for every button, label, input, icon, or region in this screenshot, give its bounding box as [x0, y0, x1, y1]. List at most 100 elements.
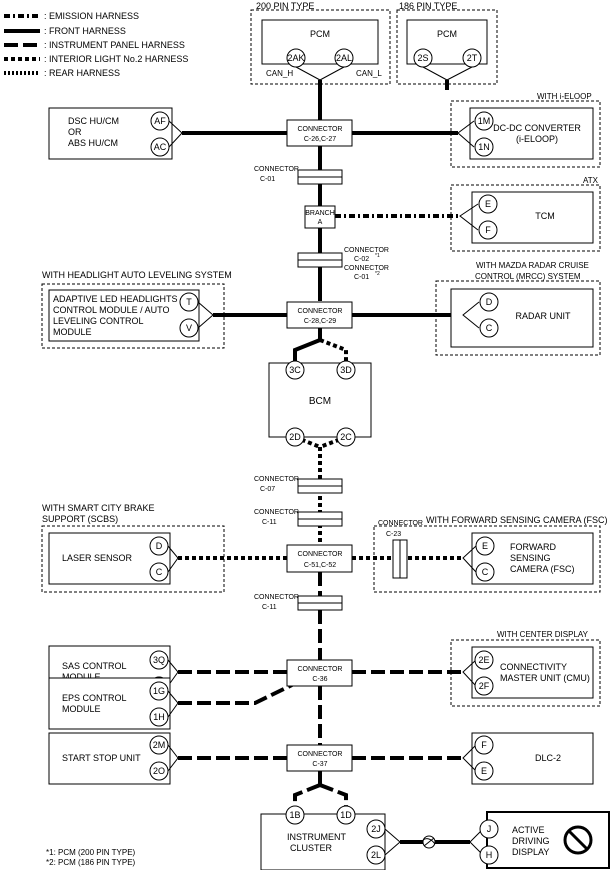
startstop-pin-2o: 2O: [153, 766, 165, 776]
legend-interior-light: : INTERIOR LIGHT No.2 HARNESS: [44, 54, 188, 64]
pcm-200-name: PCM: [310, 29, 330, 39]
tcm-group: ATX TCM E F: [450, 176, 601, 252]
fsc-line1: FORWARD: [510, 542, 556, 552]
dsc-line3: ABS HU/CM: [68, 138, 118, 148]
c07-line1: CONNECTOR: [254, 476, 299, 483]
dlc-name: DLC-2: [535, 753, 561, 763]
active-driving-display: ACTIVE DRIVING DISPLAY J H: [469, 811, 610, 869]
connector-c11-lower: CONNECTOR C-11: [254, 594, 343, 611]
footnote-1: *1: PCM (200 PIN TYPE): [46, 848, 136, 857]
bcm-pin-2d: 2D: [289, 432, 301, 442]
cmu-pin-2f: 2F: [479, 681, 490, 691]
dlc-pin-f: F: [481, 740, 487, 750]
connector-c02-c01: CONNECTOR C-02 *1 CONNECTOR C-01 *2: [297, 247, 389, 281]
headlight-pin-t: T: [186, 297, 192, 307]
headlight-group-label: WITH HEADLIGHT AUTO LEVELING SYSTEM: [42, 270, 232, 280]
cluster-pin-1b: 1B: [289, 810, 300, 820]
pcm-186-pin-2s: 2S: [417, 53, 428, 63]
radar-pin-c: C: [486, 323, 493, 333]
wire-eps-c36: [178, 683, 293, 705]
cluster-pin-1d: 1D: [340, 810, 352, 820]
c51-line2: C-51,C-52: [304, 562, 336, 569]
connector-c11-upper: CONNECTOR C-11: [254, 509, 343, 527]
add-line2: DRIVING: [512, 836, 550, 846]
dcdc-line2: (i-ELOOP): [516, 134, 558, 144]
pcm-186-pin-group: 186 PIN TYPE PCM 2S 2T: [396, 1, 498, 85]
add-line3: DISPLAY: [512, 847, 549, 857]
cluster-line1: INSTRUMENT: [287, 832, 346, 842]
pcm-186-group-label: 186 PIN TYPE: [399, 1, 457, 11]
headlight-line4: MODULE: [53, 327, 92, 337]
dsc-line1: DSC HU/CM: [68, 116, 119, 126]
cluster-pin-2j: 2J: [371, 824, 381, 834]
cmu-group: WITH CENTER DISPLAY CONNECTIVITY MASTER …: [450, 630, 601, 707]
c36-line2: C-36: [312, 676, 327, 683]
laser-group-label2: SUPPORT (SCBS): [42, 514, 118, 524]
fsc-line2: SENSING: [510, 553, 551, 563]
bcm-pin-2c: 2C: [340, 432, 352, 442]
radar-name: RADAR UNIT: [515, 311, 571, 321]
tcm-pin-e: E: [485, 199, 491, 209]
headlight-pin-v: V: [186, 323, 192, 333]
startstop-pin-2m: 2M: [153, 740, 166, 750]
radar-group-label1: WITH MAZDA RADAR CRUISE: [476, 261, 589, 270]
start-stop-unit: START STOP UNIT 2M 2O: [48, 732, 179, 785]
legend-instrument-panel: : INSTRUMENT PANEL HARNESS: [44, 40, 185, 50]
fsc-line3: CAMERA (FSC): [510, 564, 575, 574]
bcm-pin-3d: 3D: [340, 365, 352, 375]
fsc-pin-c: C: [482, 567, 489, 577]
eps-pin-1h: 1H: [153, 712, 165, 722]
sas-line2: MODULE: [62, 672, 101, 682]
radar-unit-group: WITH MAZDA RADAR CRUISE CONTROL (MRCC) S…: [435, 261, 601, 356]
sas-pin-3q: 3Q: [153, 655, 165, 665]
laser-name: LASER SENSOR: [62, 553, 133, 563]
pcm-200-pin-group: 200 PIN TYPE PCM 2AK 2AL CAN_H CAN_L: [250, 1, 391, 85]
radar-group-label2: CONTROL (MRCC) SYSTEM: [475, 272, 581, 281]
pcm-200-group-label: 200 PIN TYPE: [256, 1, 314, 11]
connector-c07: CONNECTOR C-07: [254, 476, 343, 494]
c11b-line1: CONNECTOR: [254, 594, 299, 601]
dsc-module: DSC HU/CM OR ABS HU/CM AF AC: [48, 107, 183, 160]
c11a-line2: C-11: [262, 519, 277, 526]
c28-line1: CONNECTOR: [298, 308, 343, 315]
headlight-module-group: WITH HEADLIGHT AUTO LEVELING SYSTEM ADAP…: [41, 270, 232, 349]
connector-c51-c52: CONNECTOR C-51,C-52: [286, 544, 353, 573]
pcm-can-l-label: CAN_L: [356, 69, 382, 78]
cluster-line2: CLUSTER: [290, 843, 333, 853]
legend-front: : FRONT HARNESS: [44, 26, 126, 36]
pcm-200-pin-2al: 2AL: [336, 53, 352, 63]
laser-pin-c: C: [156, 567, 163, 577]
dsc-pin-ac: AC: [154, 142, 167, 152]
branch-line2: A: [318, 219, 323, 226]
add-pin-j: J: [487, 824, 492, 834]
fsc-pin-e: E: [482, 541, 488, 551]
headlight-line2: CONTROL MODULE / AUTO: [53, 305, 170, 315]
branch-a: BRANCH A: [304, 205, 336, 229]
c36-line1: CONNECTOR: [298, 666, 343, 673]
dcdc-line1: DC-DC CONVERTER: [493, 123, 581, 133]
pcm-186-pin-2t: 2T: [467, 53, 478, 63]
c02-line2: C-02: [354, 256, 369, 263]
c37-line2: C-37: [312, 761, 327, 768]
fsc-group-label: WITH FORWARD SENSING CAMERA (FSC): [426, 515, 608, 525]
twisted-pair-icon: [422, 835, 436, 849]
add-line1: ACTIVE: [512, 825, 545, 835]
pcm-200-pin-2ak: 2AK: [287, 53, 304, 63]
cmu-line2: MASTER UNIT (CMU): [500, 673, 590, 683]
cluster-pin-2l: 2L: [371, 850, 381, 860]
connector-c01: CONNECTOR C-01: [254, 166, 343, 185]
headlight-line3: LEVELING CONTROL: [53, 316, 144, 326]
legend: : EMISSION HARNESS : FRONT HARNESS : INS…: [4, 11, 188, 78]
c11b-line2: C-11: [262, 604, 277, 611]
connector-c26-c27: CONNECTOR C-26,C-27: [286, 119, 353, 147]
dcdc-pin-1m: 1M: [478, 116, 491, 126]
legend-emission: : EMISSION HARNESS: [44, 11, 139, 21]
c02-line4: C-01: [354, 274, 369, 281]
connector-c28-c29: CONNECTOR C-28,C-29: [286, 301, 353, 329]
cmu-group-label: WITH CENTER DISPLAY: [497, 630, 589, 639]
c28-line2: C-28,C-29: [304, 318, 336, 325]
c01-line1: CONNECTOR: [254, 166, 299, 173]
connector-c36: CONNECTOR C-36: [286, 659, 353, 687]
dcdc-pin-1n: 1N: [478, 142, 490, 152]
